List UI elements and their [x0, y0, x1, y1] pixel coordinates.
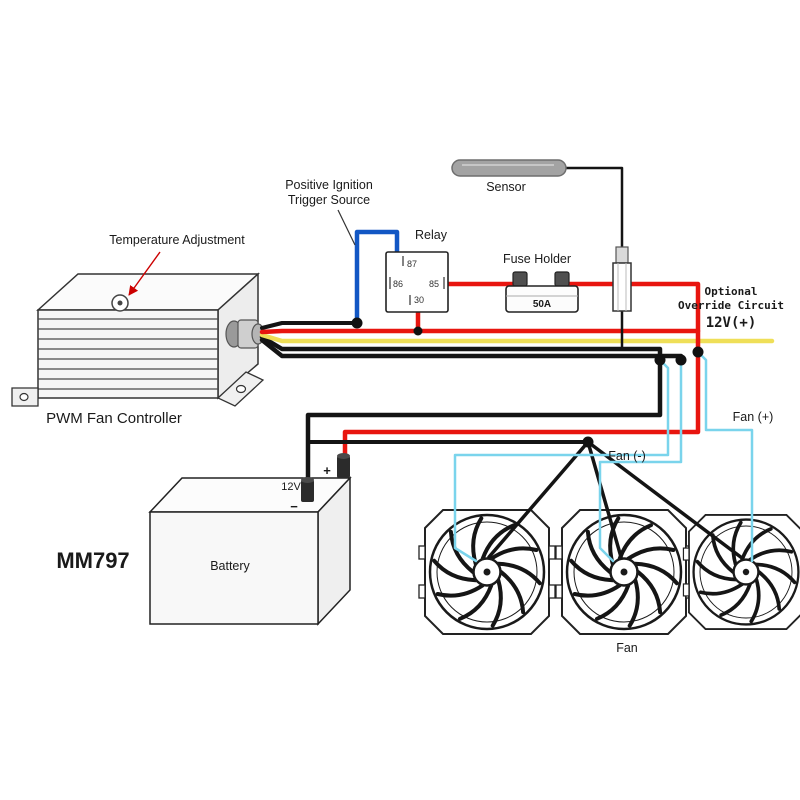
junction-dot-ignition [351, 317, 363, 329]
red-main-power-wire [259, 328, 701, 335]
ignition-label-line1: Positive Ignition [285, 178, 373, 192]
fan-2 [554, 508, 694, 636]
battery-voltage-label: 12V [281, 481, 301, 493]
junction-dot-fan-negative [582, 436, 594, 448]
yellow-override-wire [259, 332, 775, 344]
fuse-holder-label: Fuse Holder [503, 252, 571, 266]
sensor-probe [451, 159, 567, 177]
fuse-holder: 50A [505, 271, 579, 313]
fan-negative-label: Fan (-) [608, 449, 646, 463]
override-label-line3: 12V(+) [706, 315, 757, 331]
battery-negative-post-top [301, 477, 314, 483]
override-label-line2: Override Circuit [678, 299, 784, 312]
battery-positive-post [337, 456, 350, 478]
ignition-label-line2: Trigger Source [288, 193, 370, 207]
fuse-body [505, 285, 579, 313]
relay: 87 86 85 30 [385, 251, 449, 313]
temperature-dial-center [117, 300, 123, 306]
battery-positive-post-top [337, 453, 350, 459]
fan-1 [417, 508, 557, 636]
fan-3 [681, 513, 800, 631]
fuse-rating: 50A [533, 299, 551, 310]
temperature-adjustment-label: Temperature Adjustment [109, 233, 245, 247]
relay-pin-87: 87 [407, 259, 417, 269]
sensor-connector-body [612, 262, 632, 312]
sensor [451, 159, 632, 348]
mount-hole [235, 384, 247, 394]
controller-fins [38, 318, 218, 390]
junction-dot-relay [413, 326, 423, 336]
junction-dots [351, 317, 704, 448]
battery-label: Battery [210, 559, 250, 573]
relay-label: Relay [415, 228, 448, 242]
controller-front-face [37, 309, 219, 399]
temperature-adjustment-leader [128, 251, 161, 296]
sensor-lead-wire [564, 166, 624, 247]
trigger-tap-wire [260, 321, 359, 330]
fuse-terminal-left [512, 271, 528, 287]
fan-positive-wire-1 [453, 358, 670, 563]
junction-dot-3 [692, 346, 704, 358]
fan-negative-wire-2 [586, 440, 623, 559]
battery-top-face [148, 477, 352, 513]
sensor-connector-cap [615, 246, 629, 264]
fan-positive-label: Fan (+) [733, 410, 774, 424]
battery-negative-post [301, 480, 314, 502]
labels: Temperature Adjustment PWM Fan Controlle… [46, 178, 784, 655]
relay-pin-86: 86 [393, 279, 403, 289]
override-label-line1: Optional [705, 285, 758, 298]
ground-harness-wire [259, 334, 663, 491]
relay-body [385, 251, 449, 313]
controller-label: PWM Fan Controller [46, 410, 182, 427]
sensor-label: Sensor [486, 180, 526, 194]
fan-negative-wire-1 [487, 440, 590, 559]
battery [148, 476, 352, 626]
junction-dot-2 [675, 354, 687, 366]
wires [259, 229, 775, 563]
fan-positive-wire-2 [598, 358, 683, 563]
blue-ignition-wire [354, 229, 400, 326]
relay-pin-ticks [389, 256, 445, 305]
fan-positive-wire-3 [696, 350, 754, 563]
battery-plus-label: + [323, 463, 331, 478]
fuse-terminal-right [554, 271, 570, 287]
battery-front-face [149, 511, 319, 625]
fan-label: Fan [616, 641, 638, 655]
junction-dot-1 [654, 354, 666, 366]
pwm-fan-controller [11, 272, 265, 407]
battery-minus-label: − [290, 499, 298, 514]
model-label: MM797 [56, 548, 129, 573]
relay-pin-30: 30 [414, 295, 424, 305]
ignition-leader [337, 209, 356, 246]
battery-terminals [301, 453, 350, 502]
mount-hole [19, 392, 29, 402]
relay-pin-85: 85 [429, 279, 439, 289]
